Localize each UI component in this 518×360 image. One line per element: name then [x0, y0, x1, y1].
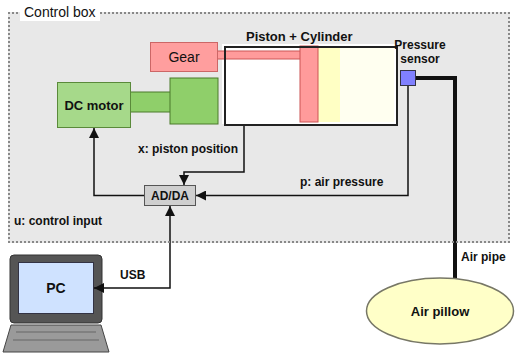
connector-label: p: air pressure: [300, 175, 383, 189]
connector-label: x: piston position: [110, 142, 238, 156]
node-label: Gear: [168, 49, 199, 65]
air-chamber-light: [340, 46, 394, 122]
keyboard-row: [13, 340, 99, 341]
keyboard-row: [16, 332, 96, 333]
air-pipe: [416, 78, 455, 279]
connector-label: Air pipe: [461, 250, 506, 264]
node-heading: Control box: [20, 4, 100, 21]
node-label: PC: [46, 280, 65, 296]
pressure-sensor: Pressure sensor: [400, 70, 416, 86]
control-box-ground: [8, 12, 510, 243]
air-chamber: [318, 46, 394, 122]
laptop-lid: [10, 255, 102, 323]
node-label: DC motor: [64, 98, 123, 113]
piston-rod: [214, 51, 302, 59]
air-pillow-shape: [367, 278, 514, 344]
node-label: Air pillow: [411, 304, 470, 319]
piston: [300, 46, 318, 122]
connector-label: u: control input: [14, 214, 102, 228]
signal-line: [196, 86, 408, 196]
motor-shaft: [128, 92, 172, 112]
control-box: Piston + CylinderPressure sensorGearDC m…: [8, 12, 510, 243]
gear-box: Gear: [150, 42, 218, 72]
cylinder: Piston + Cylinder: [224, 46, 398, 126]
pc-screen: PC: [18, 262, 94, 314]
ad-da-box: AD/DA: [144, 185, 196, 206]
usb-line: [94, 206, 170, 288]
air-pillow: Air pillow: [365, 276, 515, 346]
signal-line: [94, 128, 144, 196]
dc-motor-box: DC motor: [57, 82, 131, 128]
connector-label: USB: [120, 268, 145, 282]
node-heading: Piston + Cylinder: [246, 29, 353, 45]
laptop-base: [3, 325, 109, 352]
node-heading: Pressure sensor: [387, 39, 453, 67]
gear-housing: [170, 78, 218, 124]
node-label: AD/DA: [151, 189, 189, 203]
